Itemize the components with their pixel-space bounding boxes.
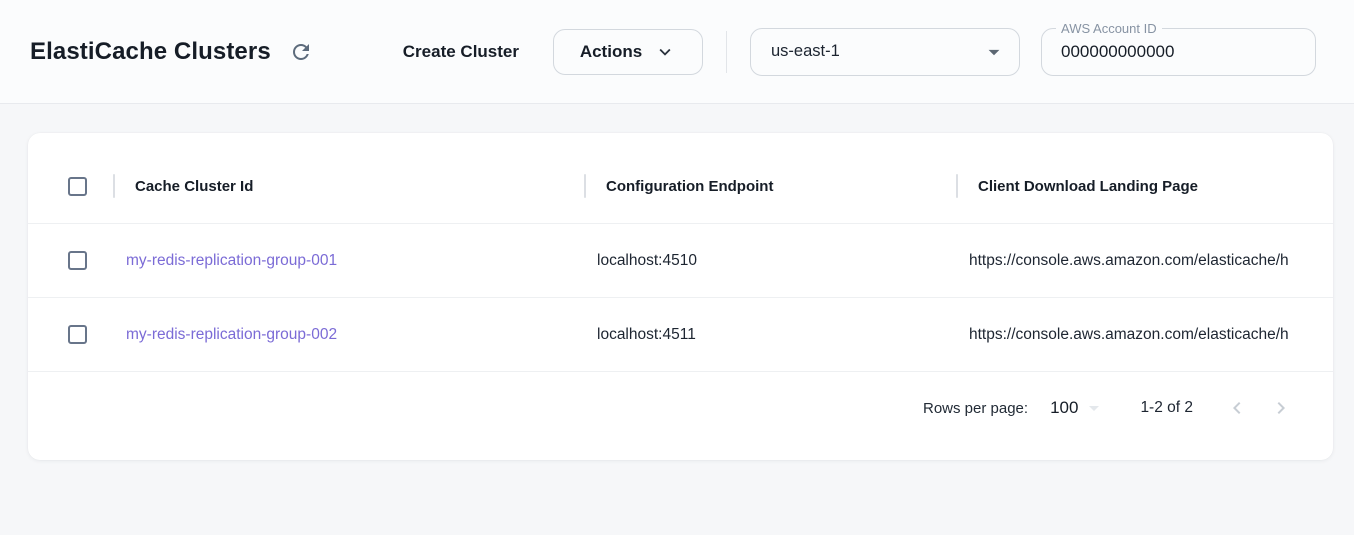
header-checkbox-cell	[28, 176, 113, 196]
actions-button[interactable]: Actions	[553, 28, 703, 75]
rows-per-page-value: 100	[1050, 398, 1079, 417]
actions-button-label: Actions	[579, 41, 643, 61]
next-page-button[interactable]	[1259, 386, 1303, 430]
region-select-value: us-east-1	[771, 42, 840, 60]
title-group: ElastiCache Clusters	[30, 38, 315, 66]
row-checkbox[interactable]	[68, 251, 87, 270]
column-header-label: Configuration Endpoint	[606, 177, 774, 195]
row-checkbox[interactable]	[68, 325, 87, 344]
column-separator	[584, 174, 586, 198]
toolbar: ElastiCache Clusters Create Cluster Acti…	[0, 0, 1354, 104]
rows-per-page-select[interactable]: 100	[1050, 396, 1106, 420]
column-header-cache-cluster-id[interactable]: Cache Cluster Id	[113, 149, 584, 223]
toolbar-divider	[726, 30, 727, 73]
main-content: Cache Cluster Id Configuration Endpoint …	[0, 133, 1354, 460]
select-all-checkbox[interactable]	[68, 176, 87, 196]
client-download-landing-page-cell: https://console.aws.amazon.com/elasticac…	[969, 251, 1289, 269]
cache-cluster-id-link[interactable]: my-redis-replication-group-002	[126, 325, 338, 343]
cache-cluster-id-link[interactable]: my-redis-replication-group-001	[126, 251, 338, 269]
chevron-right-icon	[1277, 402, 1285, 414]
rows-per-page-label: Rows per page:	[923, 399, 1029, 417]
clusters-table-card: Cache Cluster Id Configuration Endpoint …	[28, 133, 1333, 460]
column-separator	[113, 174, 115, 198]
row-checkbox-cell	[28, 251, 113, 270]
table-header-row: Cache Cluster Id Configuration Endpoint …	[28, 149, 1333, 224]
column-header-client-download-landing-page[interactable]: Client Download Landing Page	[956, 149, 1333, 223]
column-separator	[956, 174, 958, 198]
row-checkbox-cell	[28, 325, 113, 344]
refresh-button[interactable]	[287, 38, 315, 66]
region-select[interactable]: us-east-1	[750, 27, 1020, 76]
aws-account-id-field[interactable]: AWS Account ID	[1041, 19, 1316, 76]
refresh-icon	[292, 43, 309, 60]
client-download-landing-page-cell: https://console.aws.amazon.com/elasticac…	[969, 325, 1289, 343]
column-header-configuration-endpoint[interactable]: Configuration Endpoint	[584, 149, 956, 223]
configuration-endpoint-cell: localhost:4511	[597, 325, 696, 343]
column-header-label: Client Download Landing Page	[978, 177, 1199, 195]
table-row: my-redis-replication-group-001 localhost…	[28, 224, 1333, 298]
dropdown-arrow-icon	[988, 49, 1000, 55]
pagination-bar: Rows per page: 100 1-2 of 2	[28, 372, 1333, 444]
pagination-range-label: 1-2 of 2	[1140, 399, 1193, 416]
table-row: my-redis-replication-group-002 localhost…	[28, 298, 1333, 372]
create-cluster-button[interactable]: Create Cluster	[393, 34, 529, 70]
column-header-label: Cache Cluster Id	[135, 177, 254, 195]
aws-account-id-input[interactable]	[1042, 41, 1315, 62]
dropdown-arrow-icon	[1089, 406, 1100, 411]
chevron-down-icon	[659, 48, 671, 56]
previous-page-button[interactable]	[1215, 386, 1259, 430]
chevron-left-icon	[1233, 402, 1241, 414]
aws-account-id-label: AWS Account ID	[1056, 19, 1162, 37]
page-title: ElastiCache Clusters	[30, 37, 271, 65]
configuration-endpoint-cell: localhost:4510	[597, 251, 697, 269]
